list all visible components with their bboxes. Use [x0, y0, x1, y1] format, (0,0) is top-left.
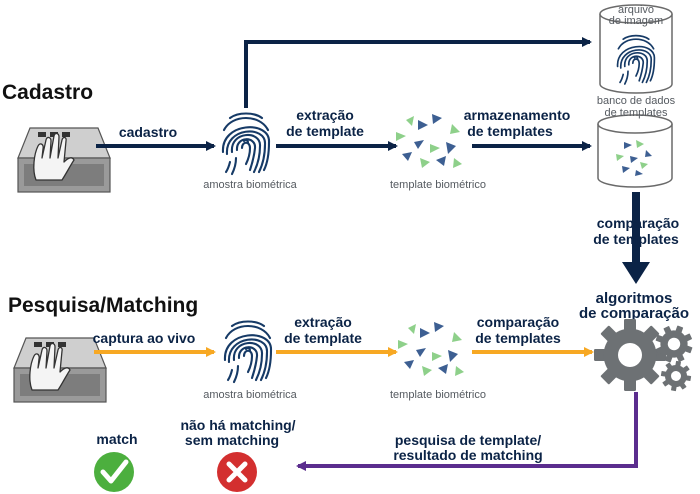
label-template-db-b: de templates — [605, 107, 668, 119]
label-result-a: pesquisa de template/ — [395, 432, 541, 448]
label-no-match-b: sem matching — [185, 432, 279, 448]
template-triangles-icon-matching — [398, 322, 464, 376]
section-title-enrollment: Cadastro — [2, 81, 93, 104]
label-extraction-2a: extração — [294, 314, 352, 330]
label-extraction-2b: de template — [284, 330, 362, 346]
label-algorithms-a: algoritmos — [596, 290, 673, 307]
cross-icon — [217, 452, 257, 492]
check-icon — [94, 452, 134, 492]
label-image-archive-b: de imagem — [609, 15, 663, 27]
caption-biometric-template: template biométrico — [390, 179, 486, 191]
label-storage-a: armazenamento — [464, 107, 571, 123]
label-db-compare-a: comparação — [597, 215, 679, 231]
label-extraction-1a: extração — [296, 107, 354, 123]
caption-biometric-sample-matching: amostra biométrica — [203, 389, 297, 401]
scanner-icon-matching — [13, 337, 107, 403]
template-triangles-icon — [396, 114, 462, 168]
gear-icon — [594, 319, 698, 394]
label-storage-b: de templates — [467, 123, 553, 139]
label-db-compare-b: de templates — [593, 231, 679, 247]
template-db-cylinder-icon — [597, 114, 673, 188]
caption-biometric-template-matching: template biométrico — [390, 389, 486, 401]
label-extraction-1b: de template — [286, 123, 364, 139]
label-cadastro: cadastro — [119, 124, 177, 140]
label-algorithms-b: de comparação — [579, 305, 689, 322]
label-compare-2b: de templates — [475, 330, 561, 346]
arrow-db-to-algorithms-head — [622, 262, 650, 284]
label-match: match — [96, 431, 137, 447]
label-compare-2a: comparação — [477, 314, 559, 330]
label-result-b: resultado de matching — [393, 447, 542, 463]
arrow-result — [296, 392, 638, 471]
section-title-matching: Pesquisa/Matching — [8, 294, 198, 317]
arrow-sample-to-archive — [244, 37, 592, 108]
label-live-capture: captura ao vivo — [93, 330, 196, 346]
label-no-match-a: não há matching/ — [180, 417, 295, 433]
fingerprint-icon — [221, 112, 271, 176]
label-image-archive-a: arquivo — [618, 4, 654, 16]
caption-biometric-sample: amostra biométrica — [203, 179, 297, 191]
fingerprint-icon-matching — [223, 320, 273, 384]
label-template-db-a: banco de dados — [597, 95, 676, 107]
scanner-icon — [17, 127, 111, 193]
